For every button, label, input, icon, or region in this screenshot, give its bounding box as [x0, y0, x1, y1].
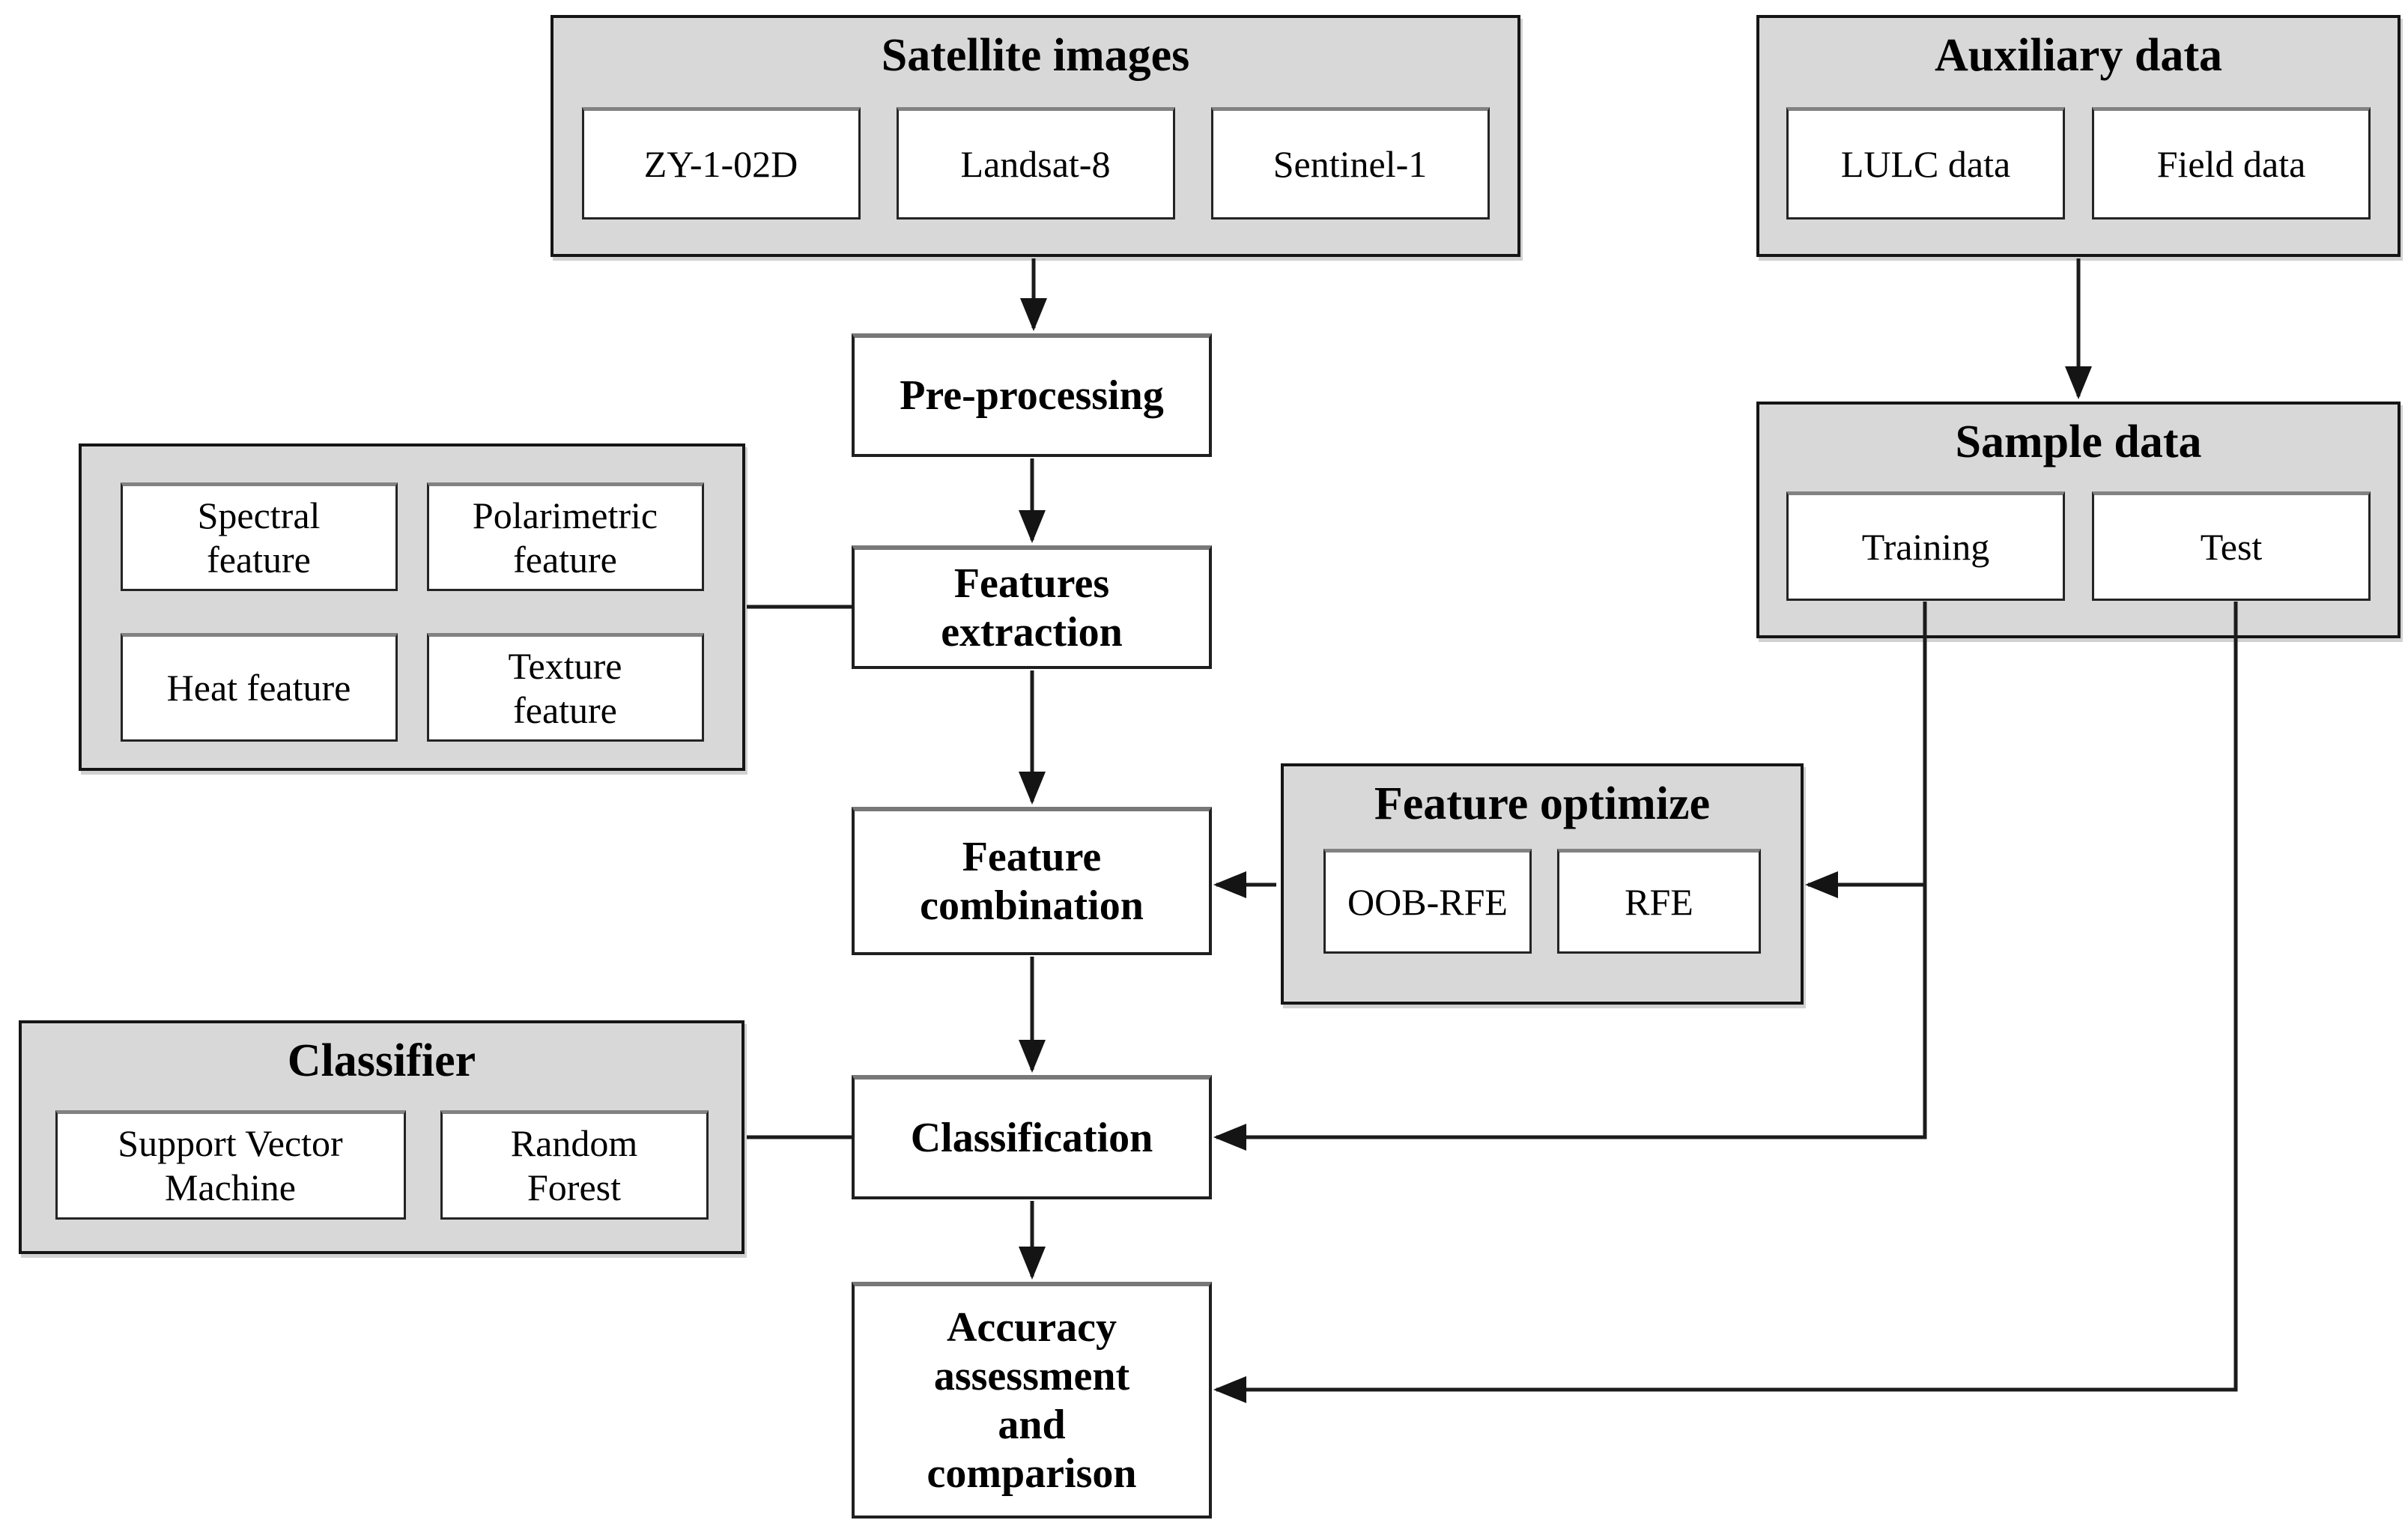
classifier-items-row: Support Vector Machine Random Forest: [55, 1110, 709, 1220]
group-title-sample-data: Sample data: [1955, 417, 2202, 467]
item-heat-feature: Heat feature: [120, 633, 398, 742]
item-texture-feature: Texture feature: [426, 633, 704, 742]
item-rfe: RFE: [1557, 849, 1761, 954]
group-title-classifier: Classifier: [287, 1035, 476, 1086]
item-polarimetric-feature: Polarimetric feature: [426, 482, 704, 591]
group-title-auxiliary-data: Auxiliary data: [1934, 30, 2223, 81]
item-oob-rfe: OOB-RFE: [1323, 849, 1532, 954]
auxiliary-items-row: LULC data Field data: [1786, 107, 2371, 219]
item-random-forest: Random Forest: [440, 1110, 709, 1220]
item-zy-1-02d: ZY-1-02D: [581, 107, 861, 219]
item-landsat-8: Landsat-8: [896, 107, 1175, 219]
group-title-feature-optimize: Feature optimize: [1374, 778, 1711, 829]
group-classifier: Classifier Support Vector Machine Random…: [19, 1020, 744, 1254]
item-training: Training: [1786, 491, 2065, 601]
item-sentinel-1: Sentinel-1: [1210, 107, 1490, 219]
item-spectral-feature: Spectral feature: [120, 482, 398, 591]
group-satellite-images: Satellite images ZY-1-02D Landsat-8 Sent…: [551, 15, 1520, 257]
group-feature-optimize: Feature optimize OOB-RFE RFE: [1281, 763, 1804, 1005]
satellite-items-row: ZY-1-02D Landsat-8 Sentinel-1: [581, 107, 1490, 219]
process-features-extraction: Features extraction: [852, 545, 1212, 669]
process-classification: Classification: [852, 1075, 1212, 1199]
process-accuracy-assessment: Accuracy assessment and comparison: [852, 1282, 1212, 1519]
sample-items-row: Training Test: [1786, 491, 2371, 601]
group-sample-data: Sample data Training Test: [1756, 402, 2401, 638]
item-lulc-data: LULC data: [1786, 107, 2065, 219]
optimize-items-row: OOB-RFE RFE: [1323, 849, 1761, 954]
process-feature-combination: Feature combination: [852, 807, 1212, 955]
group-feature-types: Spectral feature Polarimetric feature He…: [79, 443, 745, 771]
process-pre-processing: Pre-processing: [852, 333, 1212, 457]
group-title-satellite-images: Satellite images: [881, 30, 1190, 81]
group-auxiliary-data: Auxiliary data LULC data Field data: [1756, 15, 2401, 257]
item-field-data: Field data: [2092, 107, 2371, 219]
item-support-vector-machine: Support Vector Machine: [55, 1110, 406, 1220]
arrow-training-to-feature-optimize: [1805, 602, 1927, 898]
item-test: Test: [2092, 491, 2371, 601]
